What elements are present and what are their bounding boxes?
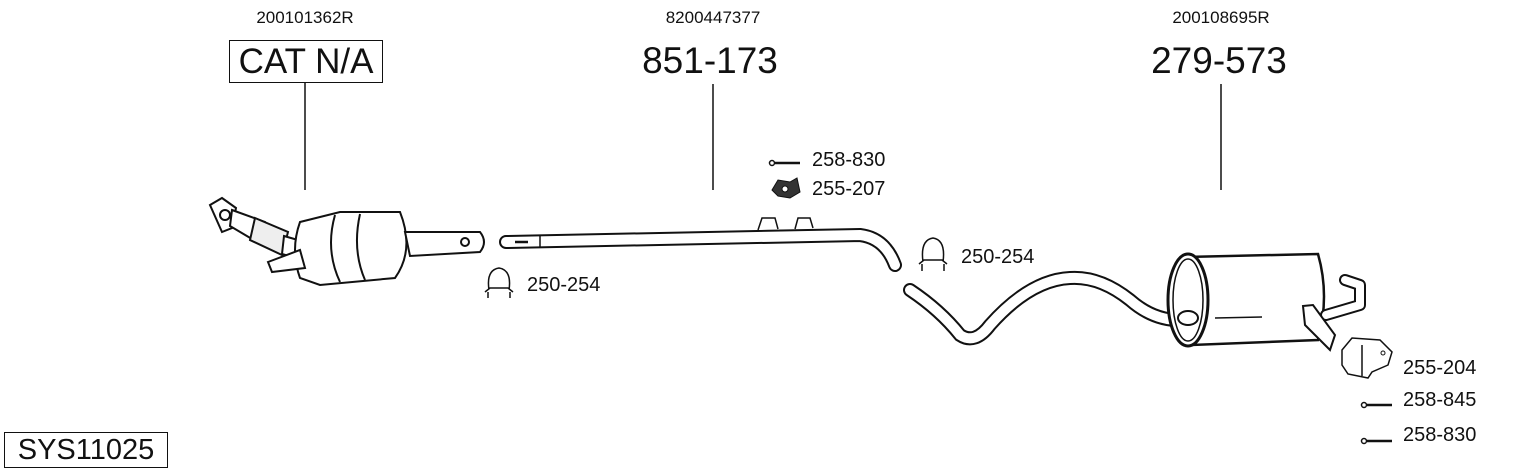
accessory-label[interactable]: 255-207 — [812, 178, 886, 200]
part-number-middle-pipe[interactable]: 851-173 — [642, 40, 778, 81]
part-number-rear-silencer[interactable]: 279-573 — [1151, 40, 1287, 81]
clamp-icon — [484, 267, 514, 298]
accessory-label[interactable]: 250-254 — [527, 274, 601, 296]
bracket-icon — [1341, 337, 1393, 379]
accessory-label[interactable]: 258-845 — [1403, 389, 1477, 411]
bolt-icon — [768, 159, 800, 167]
oem-number-rear-silencer: 200108695R — [1172, 8, 1270, 27]
clamp-icon — [918, 237, 948, 271]
system-id: SYS11025 — [17, 433, 155, 466]
system-id-box: SYS11025 — [4, 432, 168, 468]
catalytic-converter-drawing[interactable] — [208, 196, 485, 287]
part-number-cat: CAT N/A — [238, 41, 374, 81]
bolt-icon — [1360, 437, 1392, 445]
oem-number-cat: 200101362R — [256, 8, 354, 27]
rear-silencer-drawing[interactable] — [903, 252, 1366, 352]
oem-number-middle-pipe: 8200447377 — [665, 8, 761, 27]
accessory-label[interactable]: 258-830 — [1403, 424, 1477, 446]
part-number-cat-box[interactable]: CAT N/A — [229, 40, 383, 83]
accessory-label[interactable]: 255-204 — [1403, 357, 1477, 379]
middle-pipe-drawing[interactable] — [499, 217, 902, 272]
rubber-mount-icon — [771, 177, 801, 199]
bolt-icon — [1360, 401, 1392, 409]
accessory-label[interactable]: 250-254 — [961, 246, 1035, 268]
accessory-label[interactable]: 258-830 — [812, 149, 886, 171]
